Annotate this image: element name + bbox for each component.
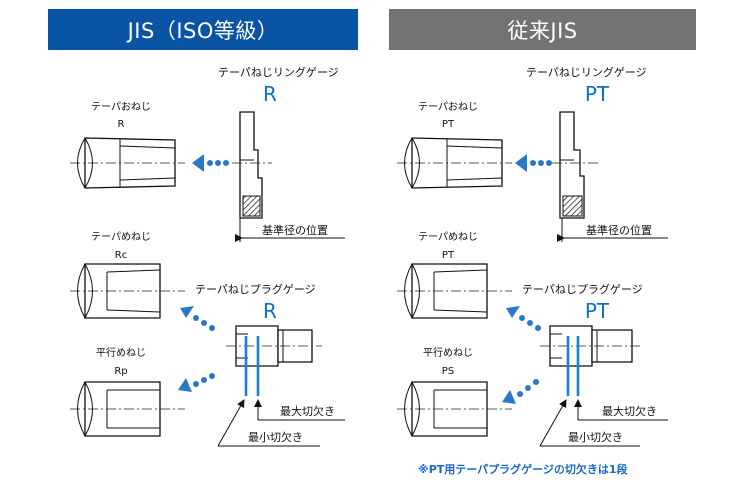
ring-gauge-code-right: PT bbox=[585, 82, 610, 106]
ring-gauge-label-right: テーパねじリングゲージ bbox=[526, 65, 647, 79]
taper-female-thread-right bbox=[397, 263, 512, 319]
base-diameter-label-left: 基準径の位置 bbox=[262, 223, 328, 237]
taper-male-label-left: テーパおねじ bbox=[91, 101, 151, 113]
footnote: ※PT用テーパプラグゲージの切欠きは1段 bbox=[418, 462, 628, 476]
parallel-female-code-right: PS bbox=[442, 366, 454, 377]
arrow-plug-to-female-right bbox=[506, 306, 541, 331]
panel-left: テーパねじリングゲージ R テーパおねじ R bbox=[70, 65, 345, 447]
min-notch-label-right: 最小切欠き bbox=[568, 430, 623, 444]
plug-gauge-code-left: R bbox=[263, 299, 277, 323]
parallel-female-thread-left bbox=[70, 381, 185, 437]
base-diameter-label-right: 基準径の位置 bbox=[586, 223, 652, 237]
taper-female-label-left: テーパめねじ bbox=[91, 231, 151, 243]
parallel-female-code-left: Rp bbox=[114, 366, 127, 377]
taper-male-code-right: PT bbox=[442, 119, 455, 130]
plug-gauge-code-right: PT bbox=[585, 299, 610, 323]
panel-right: テーパねじリングゲージ PT テーパおねじ PT 基準径の位置 bbox=[397, 65, 668, 476]
header-old-jis: 従来JIS bbox=[389, 9, 696, 50]
ring-gauge-right bbox=[552, 111, 668, 242]
taper-female-code-left: Rc bbox=[115, 250, 127, 261]
taper-male-code-left: R bbox=[118, 119, 125, 130]
taper-male-label-right: テーパおねじ bbox=[418, 101, 478, 113]
max-notch-label-right: 最大切欠き bbox=[602, 404, 657, 418]
header-jis-iso-text: JIS（ISO等級） bbox=[127, 18, 279, 43]
arrow-ring-to-male-right bbox=[515, 154, 552, 172]
taper-female-label-right: テーパめねじ bbox=[418, 231, 478, 243]
taper-male-thread-right bbox=[397, 137, 512, 189]
parallel-female-label-left: 平行めねじ bbox=[96, 346, 146, 359]
ring-gauge-left bbox=[232, 111, 345, 242]
plug-gauge-left bbox=[226, 325, 322, 396]
parallel-female-label-right: 平行めねじ bbox=[423, 346, 473, 359]
ring-gauge-label-left: テーパねじリングゲージ bbox=[218, 65, 339, 79]
taper-female-code-right: PT bbox=[442, 250, 455, 261]
max-notch-label-left: 最大切欠き bbox=[280, 404, 335, 418]
taper-female-thread-left bbox=[70, 263, 185, 319]
plug-gauge-label-left: テーパねじプラグゲージ bbox=[195, 282, 316, 296]
parallel-female-thread-right bbox=[397, 381, 512, 437]
arrow-plug-to-female-left bbox=[180, 306, 215, 331]
arrow-plug-to-parallel-left bbox=[178, 373, 215, 392]
header-old-jis-text: 従来JIS bbox=[507, 18, 578, 43]
plug-gauge-right bbox=[540, 325, 640, 396]
arrow-plug-to-parallel-right bbox=[502, 379, 539, 404]
ring-gauge-code-left: R bbox=[263, 82, 277, 106]
header-jis-iso: JIS（ISO等級） bbox=[48, 9, 358, 50]
plug-gauge-label-right: テーパねじプラグゲージ bbox=[522, 282, 643, 296]
min-notch-label-left: 最小切欠き bbox=[248, 430, 303, 444]
arrow-ring-to-male-left bbox=[192, 154, 229, 172]
taper-male-thread-left bbox=[70, 137, 185, 189]
